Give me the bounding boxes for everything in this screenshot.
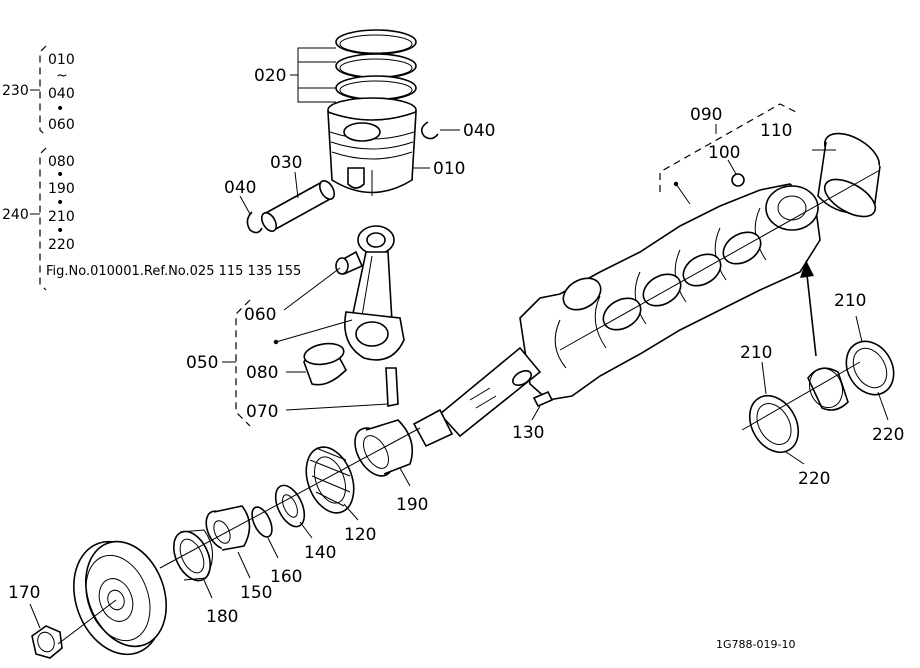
woodruff-key <box>532 390 554 408</box>
oil-slinger-collar <box>205 505 251 551</box>
callout-090: 090 <box>690 105 722 125</box>
callout-190: 190 <box>396 495 428 515</box>
thrust-bearing <box>807 367 849 411</box>
crank-gear <box>305 446 355 514</box>
group-230-item-5: 060 <box>48 117 75 133</box>
callout-180: 180 <box>206 607 238 627</box>
connecting-rod <box>344 225 405 407</box>
callout-040-right: 040 <box>463 121 495 141</box>
crankshaft-pulley <box>73 540 168 656</box>
oil-seal <box>173 529 213 582</box>
front-bushing <box>354 419 414 477</box>
thrust-washer-left <box>748 394 800 454</box>
thrust-washer-right <box>845 340 895 396</box>
piston-rings <box>335 29 417 101</box>
collar <box>274 484 306 528</box>
callout-210-left: 210 <box>740 343 772 363</box>
callout-020: 020 <box>254 66 286 86</box>
group-230-item-1: 010 <box>48 52 75 68</box>
callout-130: 130 <box>512 423 544 443</box>
crankshaft <box>412 183 821 448</box>
group-240-item-6: • <box>56 223 64 239</box>
group-240-item-5: 210 <box>48 209 75 225</box>
group-230-item-3: 040 <box>48 86 75 102</box>
group-240-item-1: 080 <box>48 154 75 170</box>
callout-040-left: 040 <box>224 178 256 198</box>
callout-100: 100 <box>708 143 740 163</box>
snap-ring-right <box>420 121 439 140</box>
group-240-item-3: 190 <box>48 181 75 197</box>
piston <box>327 97 417 196</box>
o-ring <box>251 506 273 538</box>
dowel-pin <box>731 173 745 187</box>
assembly-arrow <box>805 265 817 357</box>
group-230: 230 010 ~ 040 • 060 <box>2 45 75 137</box>
callout-010: 010 <box>433 159 465 179</box>
piston-pin <box>260 180 336 232</box>
callout-030: 030 <box>270 153 302 173</box>
snap-ring-left <box>246 211 263 234</box>
callout-170: 170 <box>8 583 40 603</box>
group-230-item-4: • <box>56 101 64 117</box>
callout-080: 080 <box>246 363 278 383</box>
group-230-item-2: ~ <box>56 68 68 84</box>
pulley-nut <box>31 625 63 659</box>
group-230-label: 230 <box>2 83 29 99</box>
group-240-item-4: • <box>56 195 64 211</box>
drawing-code: 1G788-019-10 <box>716 638 795 651</box>
small-end-bushing <box>335 250 364 276</box>
crankpin-bearing <box>303 342 347 386</box>
callout-220-right: 220 <box>872 425 904 445</box>
callout-070: 070 <box>246 402 278 422</box>
group-240-item-2: • <box>56 167 64 183</box>
callout-140: 140 <box>304 543 336 563</box>
group-240-label: 240 <box>2 207 29 223</box>
callout-150: 150 <box>240 583 272 603</box>
callout-220-left: 220 <box>798 469 830 489</box>
group-240-item-7: 220 <box>48 237 75 253</box>
callout-210-right: 210 <box>834 291 866 311</box>
group-240: 240 080 • 190 • 210 • 220 <box>2 147 75 291</box>
crankshaft-bushing <box>817 132 881 218</box>
callout-050: 050 <box>186 353 218 373</box>
crankshaft-bracket <box>659 103 797 192</box>
center-axis <box>57 169 881 645</box>
reference-note: Fig.No.010001.Ref.No.025 115 135 155 <box>46 264 301 279</box>
callout-060: 060 <box>244 305 276 325</box>
callout-160: 160 <box>270 567 302 587</box>
callout-110: 110 <box>760 121 792 141</box>
callout-120: 120 <box>344 525 376 545</box>
